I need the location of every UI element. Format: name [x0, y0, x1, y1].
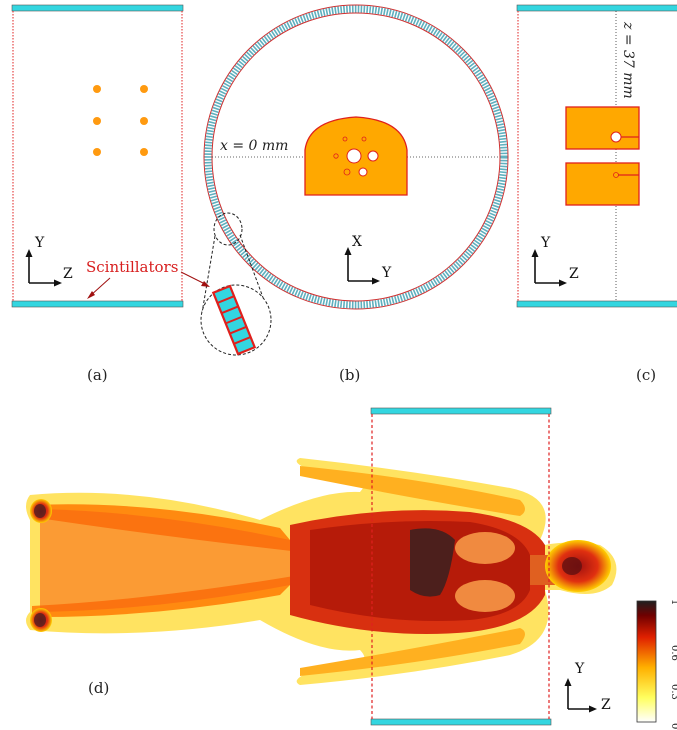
phantom-block-upper — [565, 106, 640, 150]
point-source — [140, 85, 148, 93]
axis-label-z: Z — [63, 266, 73, 282]
top-scintillator — [11, 4, 184, 12]
phantom-insert-hole — [361, 136, 367, 142]
panel-a: Y Z (a) — [11, 4, 184, 384]
bottom-scintillator — [370, 718, 552, 726]
point-source — [140, 117, 148, 125]
zoom-leader-left — [201, 235, 216, 314]
axis-label-y: Y — [381, 265, 392, 281]
panel-c: z = 37 mm Y Z (c) — [516, 4, 677, 384]
point-source — [93, 117, 101, 125]
axis-triad-d: Y Z — [564, 661, 611, 713]
colorbar-tick-1: 0.3 — [669, 684, 677, 700]
point-source — [140, 148, 148, 156]
colorbar-tick-2: 0.6 — [669, 645, 677, 661]
x-position-note: x = 0 mm — [220, 138, 288, 154]
axis-label-y: Y — [34, 235, 45, 251]
point-sources — [93, 85, 148, 156]
phantom-insert-hole — [343, 168, 351, 176]
axis-triad-c: Y Z — [531, 235, 579, 287]
panel-label-d: (d) — [88, 679, 109, 697]
panel-label-c: (c) — [636, 366, 656, 384]
top-scintillator — [516, 4, 677, 12]
panel-d: Y Z (d) 0 0.3 0.6 1 — [26, 407, 677, 729]
phantom-block-lower — [565, 162, 640, 206]
body-activity-map — [26, 458, 617, 685]
colorbar-tick-3: 1 — [669, 599, 677, 605]
point-source — [93, 148, 101, 156]
colorbar: 0 0.3 0.6 1 — [636, 599, 677, 729]
scintillators-label: Scintillators — [86, 258, 178, 276]
phantom-insert-hole — [346, 148, 362, 164]
phantom-insert-hole — [333, 153, 339, 159]
panel-label-b: (b) — [339, 366, 360, 384]
axis-label-y: Y — [540, 235, 551, 251]
panel-label-a: (a) — [87, 366, 108, 384]
bottom-scintillator — [516, 300, 677, 308]
colorbar-ramp — [636, 600, 657, 723]
point-source — [93, 85, 101, 93]
zoomed-scintillators — [211, 284, 257, 356]
axis-label-x: X — [352, 234, 362, 250]
panel-b: x = 0 mm X Y (b) — [200, 4, 509, 384]
axis-label-z: Z — [569, 266, 579, 282]
z-position-note: z = 37 mm — [620, 21, 636, 99]
axis-label-z: Z — [601, 697, 611, 713]
axis-triad-b: X Y — [344, 234, 392, 285]
zoom-leader-right — [239, 234, 266, 304]
axis-label-y: Y — [574, 661, 585, 677]
bottom-scintillator — [11, 300, 184, 308]
scintillators-annotation: Scintillators — [86, 258, 210, 299]
phantom-insert-hole — [342, 136, 348, 142]
phantom-insert-hole — [358, 167, 368, 177]
phantom-insert-hole — [610, 131, 622, 143]
colorbar-tick-0: 0 — [669, 723, 677, 729]
phantom-insert-hole — [367, 150, 379, 162]
zoom-source-ellipse — [213, 212, 243, 246]
top-scintillator — [370, 407, 552, 415]
axis-triad-a: Y Z — [25, 235, 73, 287]
